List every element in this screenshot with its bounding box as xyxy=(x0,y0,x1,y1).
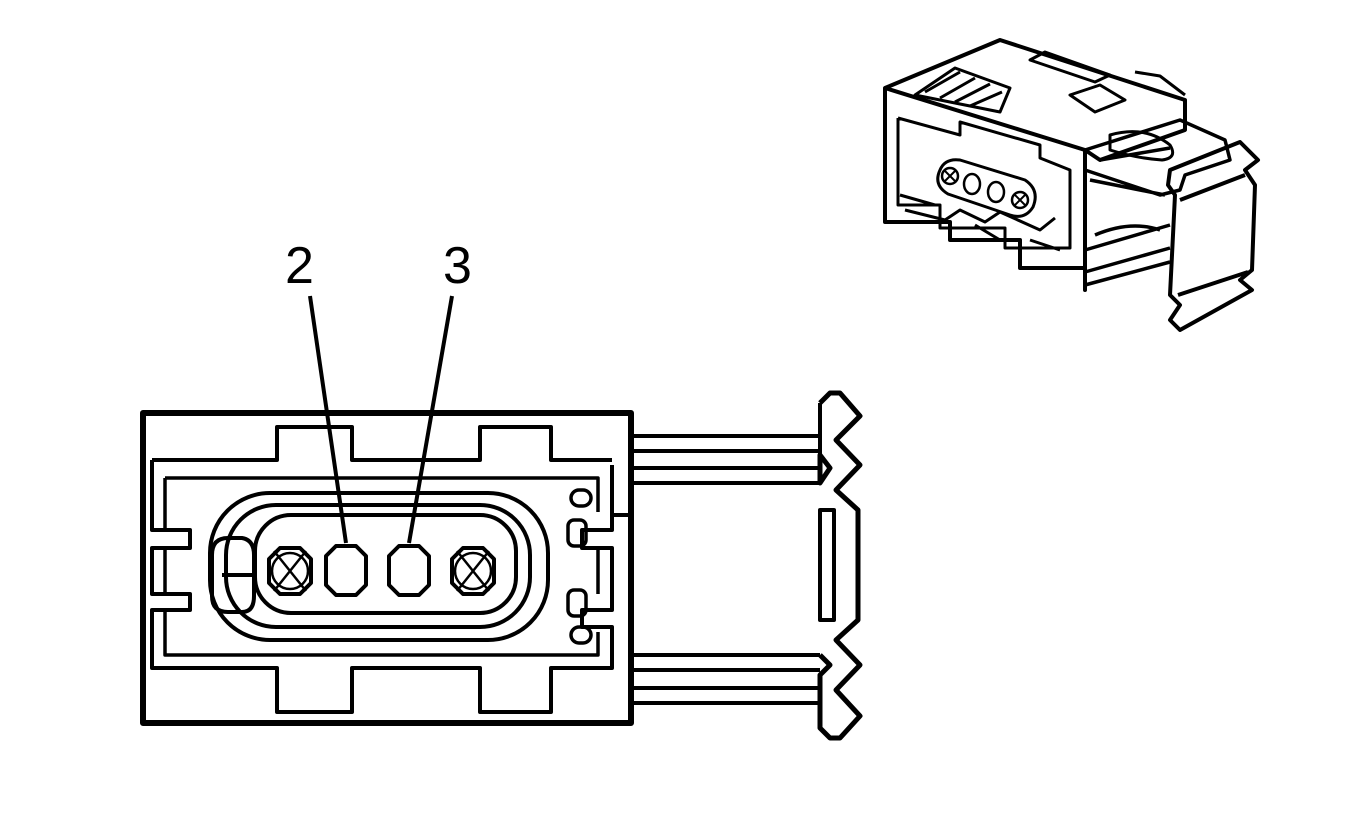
iso-lower-features xyxy=(899,193,1061,252)
latch-bump xyxy=(566,518,588,548)
pin-3-octagon xyxy=(387,544,431,597)
iso-pin-1-mark xyxy=(943,169,957,183)
iso-clip xyxy=(1108,130,1175,162)
iso-pin-4-mark xyxy=(1013,193,1027,207)
iso-latch-arms xyxy=(1084,118,1232,287)
iso-pin-2 xyxy=(962,172,982,196)
pin-3-callout-label: 3 xyxy=(443,237,472,295)
pin-1-socket xyxy=(270,551,310,591)
latch-arm xyxy=(631,434,820,705)
polarizing-key xyxy=(210,536,256,614)
inner-frame xyxy=(150,413,633,714)
iso-latch-tip xyxy=(1166,140,1260,332)
latch-bump xyxy=(569,625,593,645)
iso-pin-insert xyxy=(936,158,1037,218)
latch-bump xyxy=(566,588,588,618)
connector-isometric-view xyxy=(883,38,1260,332)
connector-face-view xyxy=(140,390,863,741)
pin-4-cavity xyxy=(450,546,496,596)
iso-pin-4 xyxy=(1010,190,1030,210)
inner-frame-2 xyxy=(163,476,600,657)
pin-3-leader-line xyxy=(407,295,454,544)
iso-front-face xyxy=(883,86,1087,292)
iso-top-ribs xyxy=(913,50,1186,114)
latch-bump xyxy=(569,488,593,508)
latch-rail xyxy=(818,403,836,728)
pin-4-socket xyxy=(453,551,493,591)
pin-1-cavity xyxy=(267,546,313,596)
pin-2-callout-label: 2 xyxy=(285,237,314,295)
iso-top-face xyxy=(884,38,1187,162)
callout-leaders xyxy=(308,295,454,544)
iso-pin-1 xyxy=(940,166,960,186)
pin-3-cavity xyxy=(387,544,431,597)
pin-2-leader-line xyxy=(308,295,348,544)
housing-outline xyxy=(140,410,634,726)
cavity-middle-ring xyxy=(224,503,532,629)
pin-4-octagon xyxy=(450,546,496,596)
pin-2-octagon xyxy=(324,544,368,597)
pin-2-cavity xyxy=(324,544,368,597)
iso-cavity xyxy=(896,116,1072,250)
latch-tip xyxy=(817,390,863,741)
iso-pin-3 xyxy=(986,180,1006,204)
pin-1-octagon xyxy=(267,546,313,596)
